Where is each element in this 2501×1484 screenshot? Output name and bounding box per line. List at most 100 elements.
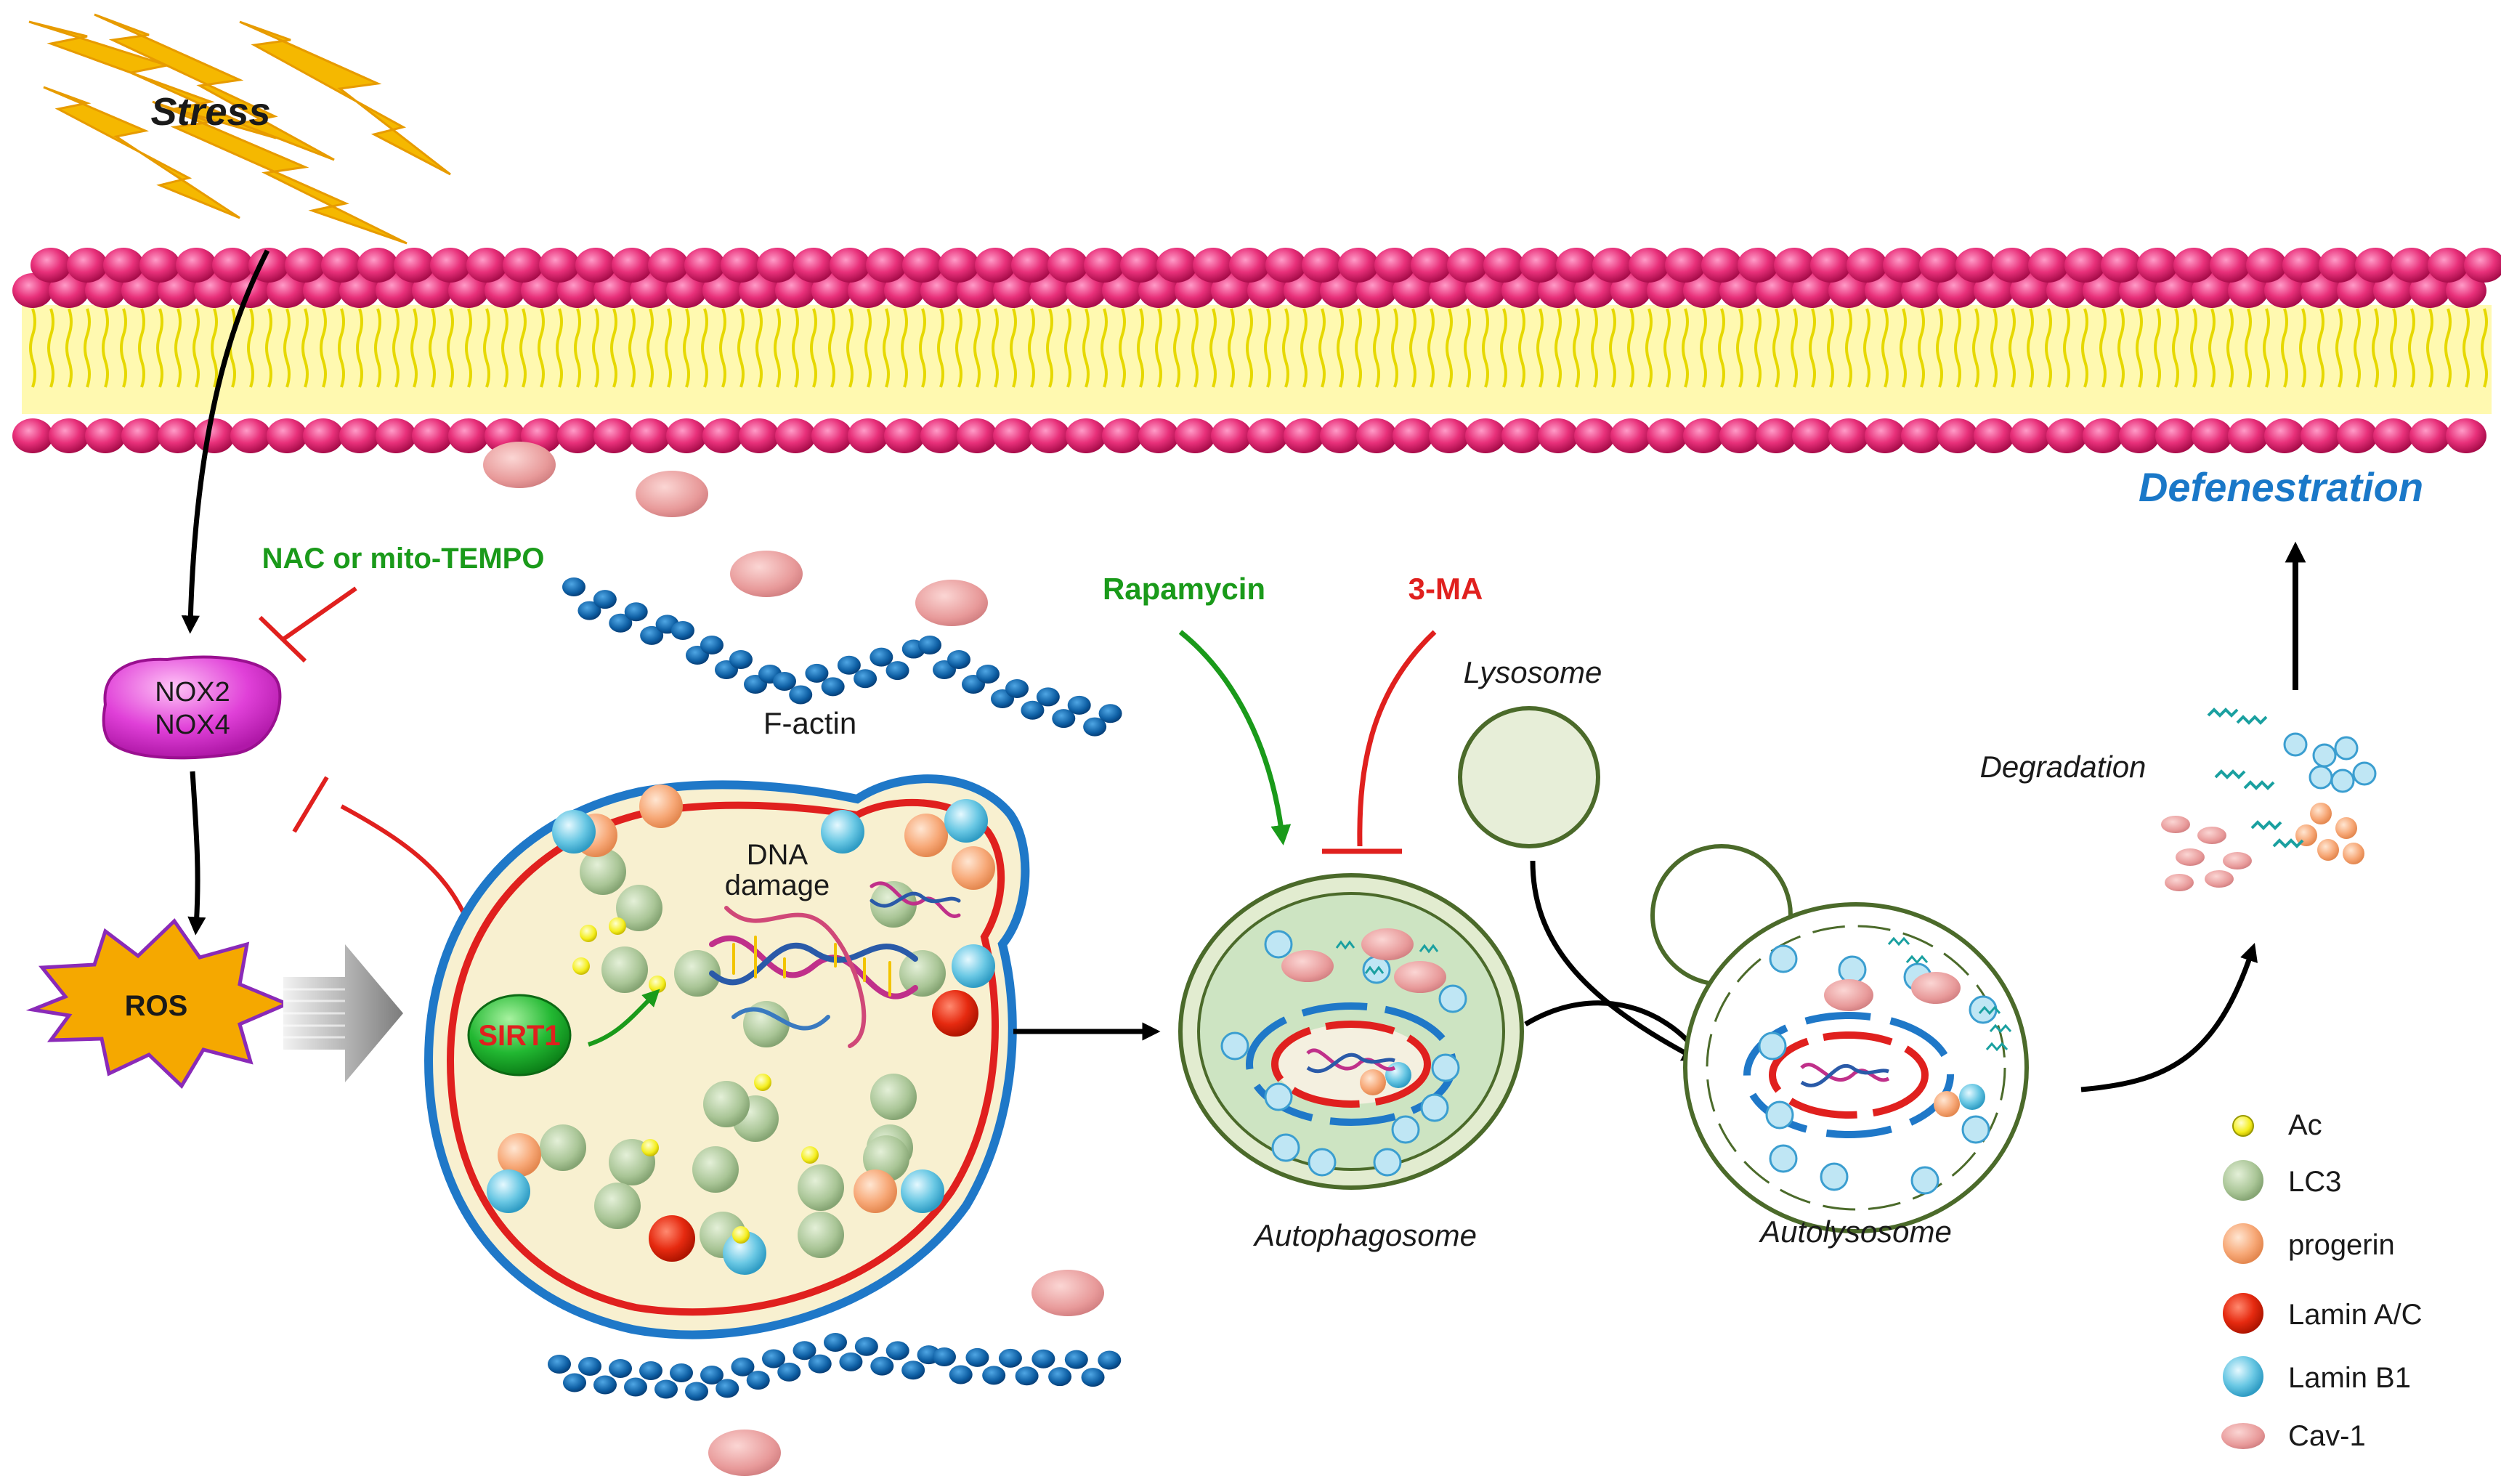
lipid-tail [1446,308,1453,388]
actin-monomer [837,655,861,675]
lamin-b1-fragment [1769,1144,1798,1173]
lipid-tail [1264,308,1271,388]
phospholipid-head [1374,248,1415,283]
phospholipid-head [1810,248,1851,283]
lipid-tail [211,308,218,388]
phospholipid-head [103,248,144,283]
lipid-tail [1010,308,1017,388]
lipid-tail [2390,308,2397,388]
lipid-tail [138,308,145,388]
lamin-b1-fragment [1271,1133,1300,1162]
phospholipid-head [1538,418,1578,453]
phospholipid-head [1974,418,2014,453]
nuclear-bead [904,814,948,857]
degraded-fragment [2243,780,2275,790]
autophagosome-to-autolysosome-arrow [1524,1000,1706,1062]
phospholipid-head [1393,418,1433,453]
degraded-fragment [1335,940,1355,950]
actin-monomer [729,650,753,669]
phospholipid-head [1393,273,1433,308]
lipid-tail [1246,308,1253,388]
lipid-tail [737,308,745,388]
lamin-b1-fragment [1420,1093,1449,1122]
progerin-fragment [2335,817,2357,839]
lipid-tail [628,308,636,388]
phospholipid-head [2155,273,2196,308]
lipid-tail [1700,308,1707,388]
actin-monomer [624,602,648,622]
lamin-b1-fragment [1820,1162,1849,1191]
phospholipid-head [1229,248,1270,283]
autolysosome-label: Autolysosome [1758,1215,1952,1249]
lamin-b1-fragment [1758,1031,1787,1061]
lipid-tail [2317,308,2324,388]
nuclear-particles [487,784,995,1275]
phospholipid-head [1738,248,1778,283]
phospholipid-head [775,418,816,453]
phospholipid-head [1701,248,1742,283]
lamin-b1-fragment [2283,732,2308,757]
lipid-tail [1427,308,1435,388]
lipid-tail [2117,308,2125,388]
degraded-fragment [1364,965,1385,976]
degraded-fragment [1887,936,1910,946]
lipid-tail [683,308,690,388]
phospholipid-head [1066,273,1106,308]
phospholipid-head [1029,273,1070,308]
phospholipid-head [2101,248,2141,283]
lipid-tail [1591,308,1598,388]
phospholipid-head [648,248,689,283]
phospholipid-head [1610,273,1651,308]
phospholipid-head [811,273,852,308]
autophagosome [1178,873,1524,1190]
phospholipid-head [1429,273,1470,308]
phospholipid-head [902,248,943,283]
phospholipid-head [303,418,344,453]
lipid-tail [65,308,73,388]
actin-monomer [1005,679,1029,698]
actin-monomer [901,1361,925,1380]
phospholipid-head [12,273,53,308]
nuclear-bead [552,810,596,853]
lamin-b1-fragment [1391,1115,1420,1144]
phospholipid-head [757,248,798,283]
lipid-tail [1482,308,1489,388]
phospholipid-head [2228,418,2269,453]
phospholipid-head [1792,273,1833,308]
lamin-b1-fragment [2330,769,2355,793]
phospholipid-head [1901,273,1942,308]
lipid-tail [265,308,272,388]
actin-monomer [577,601,601,620]
lamin-b1-fragment [2309,765,2333,790]
phospholipid-head [1774,248,1815,283]
legend-label-lamin-ac: Lamin A/C [2288,1299,2423,1331]
lipid-tail [1518,308,1525,388]
degraded-fragment [2272,838,2304,848]
lipid-tail [2354,308,2361,388]
actin-monomer [685,1382,708,1401]
lipid-tail [429,308,436,388]
lipid-tail [2008,308,2016,388]
phospholipid-head [2173,248,2214,283]
nuclear-bead [594,1183,641,1229]
lysosome-fusion-arrow [1530,860,1701,1061]
degraded-fragment [2236,715,2268,725]
nox2-label: NOX2 [155,677,230,707]
actin-monomer [700,1366,723,1384]
phospholipid-head [593,418,634,453]
lipid-tail [719,308,726,388]
actin-monomer [1098,1350,1122,1370]
lipid-tail [792,308,799,388]
lipid-tail [283,308,291,388]
actin-monomer [805,663,829,683]
dna-damage-label-line1: DNA [747,839,808,871]
lamin-b1-fragment [1961,1115,1990,1144]
phospholipid-head [1901,418,1942,453]
cav1-scattered [483,442,1104,1476]
actin-monomer [949,1365,973,1384]
actin-monomer [789,685,813,705]
actin-monomer [777,1362,801,1382]
lipid-tail [701,308,708,388]
phospholipid-head [1320,273,1361,308]
